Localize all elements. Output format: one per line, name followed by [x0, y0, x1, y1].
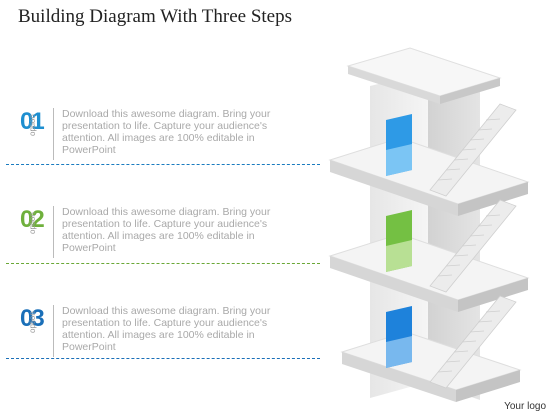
- floor-slab-3: [340, 331, 522, 402]
- step-number: 01: [20, 108, 45, 135]
- step-number: 03: [20, 305, 45, 332]
- divider: [53, 206, 54, 258]
- roof-edge-front: [348, 66, 440, 104]
- door-1: [386, 114, 412, 176]
- logo-text: Your logo: [504, 401, 546, 412]
- step-description: Download this awesome diagram. Bring you…: [62, 206, 271, 254]
- roof-edge-side: [440, 78, 500, 104]
- divider-dashed-1: [6, 164, 320, 165]
- staircase-3: [429, 295, 517, 389]
- divider: [53, 305, 54, 357]
- divider-dashed-3: [6, 358, 320, 359]
- floor-slab-1: [328, 137, 530, 216]
- divider: [53, 108, 54, 160]
- floor-slab-2: [328, 233, 530, 312]
- page-title: Building Diagram With Three Steps: [18, 6, 292, 27]
- step-description: Download this awesome diagram. Bring you…: [62, 305, 271, 353]
- staircase-1: [429, 103, 517, 197]
- door-3: [386, 306, 412, 368]
- staircase-2: [429, 199, 517, 293]
- door-2: [386, 210, 412, 272]
- step-number: 02: [20, 206, 45, 233]
- divider-dashed-2: [6, 263, 320, 264]
- step-description: Download this awesome diagram. Bring you…: [62, 108, 271, 156]
